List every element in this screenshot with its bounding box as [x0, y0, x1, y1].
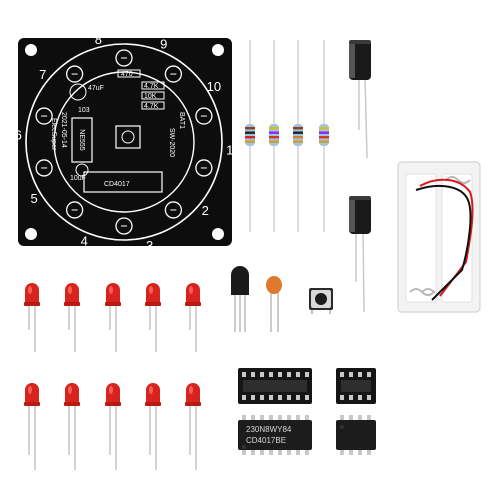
- pcb-number-label: 6: [15, 128, 22, 143]
- switch-label: SW-2020: [168, 128, 175, 157]
- pcb-board: 1 2 3 4 5 6 7 8 9 10 NE555 CD4017 470 4.7K 10K 4.…: [15, 32, 234, 253]
- red-led: [105, 283, 121, 352]
- cd4017-marking-2: CD4017BE: [246, 436, 286, 445]
- red-led: [145, 283, 161, 352]
- cd4017-footprint: [83, 171, 163, 193]
- red-led: [64, 383, 80, 470]
- resistor: [269, 40, 279, 232]
- pcb-number-label: 9: [160, 37, 167, 52]
- date-label: 2021-05-14: [60, 112, 67, 148]
- red-led: [24, 283, 40, 352]
- ne555-footprint: [71, 117, 93, 163]
- ic-socket-16pin: [238, 368, 312, 404]
- led-footprints: [35, 49, 213, 235]
- pcb-numbers: 1 2 3 4 5 6 7 8 9 10: [15, 32, 234, 253]
- leds: [24, 283, 201, 470]
- led-pad: [35, 107, 53, 125]
- res4-label: 4.7K: [144, 103, 159, 110]
- electrolytic-capacitor-small: [349, 196, 371, 313]
- led-pad: [164, 65, 183, 83]
- pcb-number-label: 8: [95, 32, 102, 47]
- electrolytic-capacitor-large: [349, 40, 371, 159]
- red-led: [185, 383, 201, 470]
- cap2-label: 10uF: [70, 175, 86, 182]
- ceramic-capacitor: [266, 276, 282, 332]
- pcb-number-label: 10: [207, 79, 221, 94]
- led-pad: [65, 201, 84, 219]
- cap1-label: 47uF: [88, 85, 104, 92]
- cd4017-label: CD4017: [104, 181, 130, 188]
- pcb-number-label: 5: [30, 191, 37, 206]
- ne555-label: NE555: [78, 129, 85, 151]
- led-pad: [65, 65, 84, 83]
- led-pad: [164, 201, 183, 219]
- brand-label: ElecSuper: [50, 118, 57, 151]
- red-led: [24, 383, 40, 470]
- ccap-label: 103: [78, 107, 90, 114]
- led-pad: [115, 49, 133, 67]
- ne555-chip: [336, 415, 376, 455]
- cd4017-marking-1: 230N8WY84: [246, 425, 292, 434]
- pcb-number-label: 7: [39, 67, 46, 82]
- red-led: [185, 283, 201, 352]
- led-pad: [195, 107, 213, 125]
- red-led: [105, 383, 121, 470]
- battery-label: BAT1: [178, 112, 185, 129]
- resistor: [245, 40, 255, 232]
- res1-label: 470: [121, 71, 133, 78]
- pcb-number-label: 2: [202, 203, 209, 218]
- red-led: [145, 383, 161, 470]
- ic-socket-8pin: [336, 368, 376, 404]
- resistor: [293, 40, 303, 232]
- led-pad: [35, 159, 53, 177]
- switch-footprint: [115, 125, 141, 149]
- resistors: [245, 40, 329, 232]
- resistor: [319, 40, 329, 232]
- led-pad: [195, 159, 213, 177]
- res3-label: 10K: [144, 93, 157, 100]
- res2-label: 4.7K: [144, 83, 159, 90]
- battery-holder: [397, 161, 481, 313]
- pcb-number-label: 3: [146, 238, 153, 253]
- cd4017-chip: 230N8WY84 CD4017BE: [238, 415, 312, 455]
- led-pad: [115, 217, 133, 235]
- transistor: [231, 266, 249, 332]
- red-led: [64, 283, 80, 352]
- tactile-switch: [309, 288, 333, 314]
- pcb-number-label: 1: [226, 142, 233, 157]
- pcb-number-label: 4: [81, 233, 88, 248]
